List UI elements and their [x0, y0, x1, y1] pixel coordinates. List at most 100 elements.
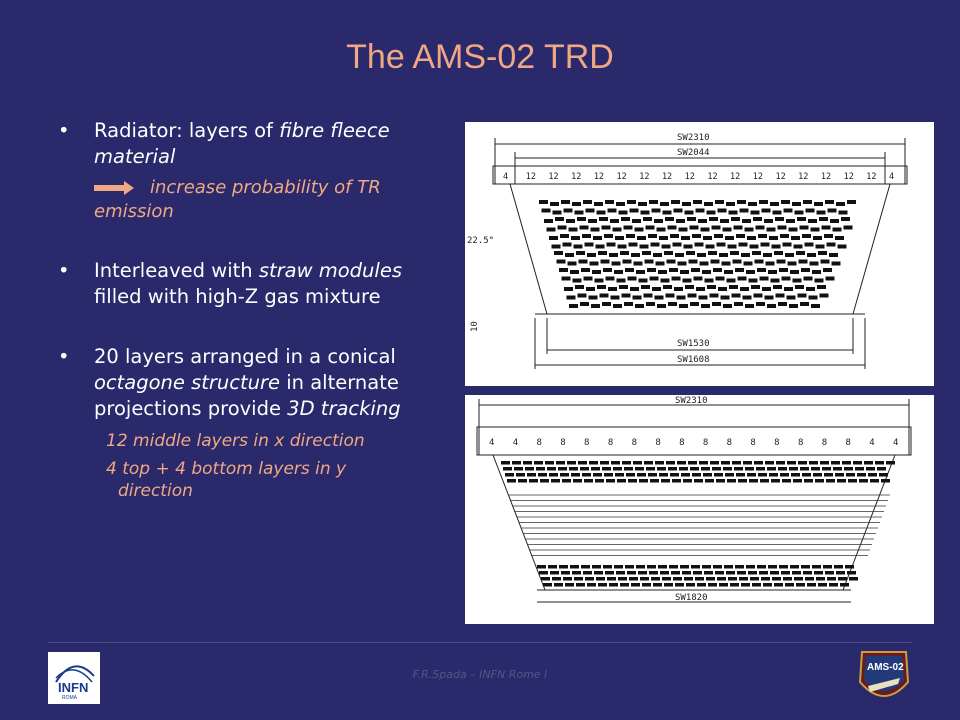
straw-module: [595, 244, 605, 249]
straw-module: [764, 295, 774, 300]
straw-module: [639, 244, 649, 249]
straw-module: [758, 234, 767, 238]
straw-module: [723, 467, 732, 471]
straw-module: [657, 304, 666, 308]
straw-module: [793, 479, 802, 483]
straw-module: [813, 236, 822, 240]
straw-module: [616, 278, 626, 283]
straw-module: [774, 583, 783, 587]
straw-module: [594, 571, 603, 575]
straw-module: [567, 461, 576, 465]
straw-module: [789, 467, 798, 471]
straw-module: [811, 304, 820, 308]
straw-module: [712, 302, 721, 306]
label-sw2310-b: SW2310: [675, 396, 708, 406]
straw-module: [682, 571, 691, 575]
straw-module: [712, 467, 721, 471]
straw-module: [545, 461, 554, 465]
ams-logo-text: AMS-02: [867, 662, 904, 673]
straw-module: [653, 583, 662, 587]
straw-module: [552, 577, 561, 581]
layer-count: 8: [679, 438, 684, 448]
straw-module: [658, 270, 667, 274]
straw-module: [716, 479, 725, 483]
layer-count: 12: [798, 172, 808, 182]
straw-module: [588, 219, 597, 223]
straw-module: [682, 278, 692, 283]
straw-module: [813, 473, 822, 477]
straw-module: [692, 234, 701, 238]
straw-module: [589, 461, 598, 465]
layer-count: 12: [685, 172, 695, 182]
straw-module: [798, 259, 808, 264]
straw-module: [638, 278, 648, 283]
straw-module: [561, 571, 570, 575]
straw-module: [763, 583, 772, 587]
straw-module: [763, 253, 772, 257]
straw-module: [596, 577, 605, 581]
straw-module: [602, 467, 611, 471]
straw-module: [747, 236, 756, 240]
straw-module: [572, 571, 581, 575]
layer-count: 8: [845, 438, 850, 448]
straw-module: [750, 210, 760, 215]
straw-module: [732, 461, 741, 465]
straw-module: [818, 583, 827, 587]
straw-module: [518, 479, 527, 483]
straw-module: [816, 210, 826, 215]
straw-module: [770, 278, 780, 283]
straw-module: [698, 219, 707, 223]
straw-module: [875, 461, 884, 465]
straw-module: [768, 565, 777, 569]
straw-module: [793, 244, 803, 249]
straw-module: [704, 571, 713, 575]
straw-module: [699, 261, 709, 266]
straw-module: [721, 461, 730, 465]
straw-module: [804, 479, 813, 483]
straw-module: [824, 473, 833, 477]
straw-module: [583, 571, 592, 575]
straw-module: [550, 202, 559, 206]
straw-module: [626, 473, 635, 477]
straw-module: [809, 261, 819, 266]
straw-module: [791, 236, 800, 240]
straw-module: [842, 461, 851, 465]
straw-module: [639, 479, 648, 483]
straw-module: [774, 251, 783, 255]
straw-module: [754, 461, 763, 465]
layer-count: 4: [869, 438, 874, 448]
straw-module: [617, 479, 626, 483]
straw-module: [605, 200, 614, 204]
straw-module: [554, 583, 563, 587]
layer-count: 12: [866, 172, 876, 182]
straw-module: [599, 217, 608, 221]
straw-module: [779, 268, 788, 272]
straw-module: [879, 473, 888, 477]
straw-module: [580, 467, 589, 471]
straw-module: [665, 293, 675, 298]
straw-module: [632, 295, 642, 300]
straw-module: [620, 583, 629, 587]
straw-module: [633, 261, 643, 266]
straw-module: [581, 268, 590, 272]
straw-module: [798, 461, 807, 465]
straw-module: [590, 227, 600, 232]
layer-count: 8: [537, 438, 542, 448]
straw-module: [734, 467, 743, 471]
straw-module: [748, 202, 757, 206]
straw-module: [609, 583, 618, 587]
straw-module: [663, 285, 672, 289]
layer-count: 12: [526, 172, 536, 182]
straw-module: [881, 479, 890, 483]
straw-module: [825, 571, 834, 575]
straw-module: [844, 467, 853, 471]
straw-module: [637, 236, 646, 240]
straw-module: [603, 565, 612, 569]
straw-module: [646, 302, 655, 306]
straw-module: [722, 227, 732, 232]
layer-count: 8: [798, 438, 803, 448]
straw-module: [662, 210, 672, 215]
straw-module: [714, 473, 723, 477]
label-sw1820: SW1820: [675, 593, 708, 603]
